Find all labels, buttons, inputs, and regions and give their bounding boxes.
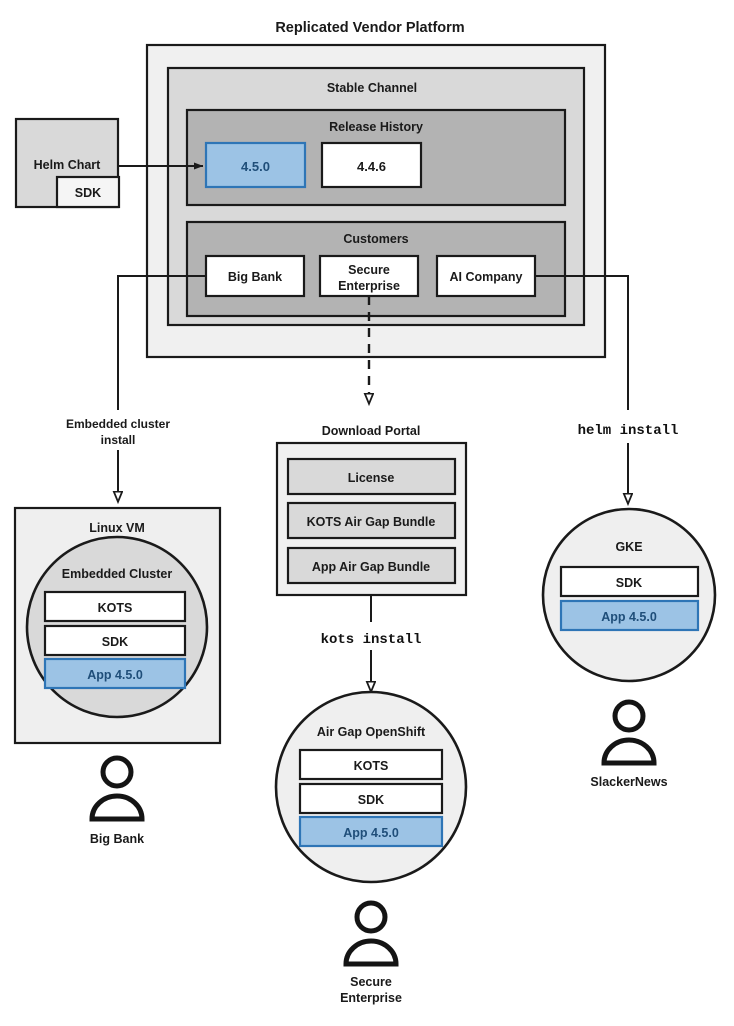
- customer-label-secure-enterprise-line1: Secure: [350, 975, 392, 989]
- customer-card-big-bank[interactable]: Big Bank: [204, 254, 306, 298]
- release-history-panel: Release History 4.5.0 4.4.6: [185, 108, 567, 207]
- component-label: SDK: [616, 576, 642, 590]
- air-gap-openshift-title: Air Gap OpenShift: [317, 725, 426, 739]
- component-label: App 4.5.0: [343, 826, 399, 840]
- release-card-4.5.0[interactable]: 4.5.0: [204, 141, 307, 189]
- edge-label-kots-install: kots install: [321, 632, 422, 648]
- edge-ai-company-to-gke: [535, 275, 629, 410]
- edge-label-embedded-cluster-install-line2: install: [101, 433, 136, 447]
- release-version-label: 4.4.6: [357, 159, 386, 174]
- download-portal-artifact-app-air-gap-bundle[interactable]: App Air Gap Bundle: [286, 546, 457, 585]
- customer-card-secure-enterprise[interactable]: Secure Enterprise: [318, 254, 420, 298]
- release-version-label: 4.5.0: [241, 159, 270, 174]
- person-icon-big-bank: [89, 755, 145, 822]
- person-icon-secure-enterprise: [343, 900, 399, 967]
- edge-big-bank-to-linux-vm: [117, 275, 206, 410]
- component-label: App 4.5.0: [601, 610, 657, 624]
- embedded-cluster-title: Embedded Cluster: [62, 567, 173, 581]
- component-label: KOTS: [98, 601, 133, 615]
- gke-component-sdk[interactable]: SDK: [559, 565, 700, 598]
- embedded-cluster-component-kots[interactable]: KOTS: [43, 590, 187, 623]
- edge-label-helm-install: helm install: [578, 423, 679, 439]
- embedded-cluster-component-sdk[interactable]: SDK: [43, 624, 187, 657]
- download-portal-artifact-license[interactable]: License: [286, 457, 457, 496]
- component-label: KOTS: [354, 759, 389, 773]
- helm-chart-label: Helm Chart: [34, 158, 102, 172]
- customer-label-big-bank: Big Bank: [90, 832, 144, 846]
- customer-name-label: AI Company: [450, 270, 523, 284]
- customer-name-label: Big Bank: [228, 270, 282, 284]
- openshift-component-sdk[interactable]: SDK: [298, 782, 444, 815]
- component-label: SDK: [358, 793, 384, 807]
- page-title: Replicated Vendor Platform: [275, 20, 464, 36]
- release-card-4.4.6[interactable]: 4.4.6: [320, 141, 423, 189]
- gke-title: GKE: [615, 540, 642, 554]
- person-icon-slackernews: [601, 699, 657, 766]
- artifact-label: App Air Gap Bundle: [312, 560, 430, 574]
- release-history-title: Release History: [329, 120, 423, 134]
- embedded-cluster-component-app[interactable]: App 4.5.0: [43, 657, 187, 690]
- gke-component-app[interactable]: App 4.5.0: [559, 599, 700, 632]
- customers-panel: Customers Big Bank Secure Enterprise AI …: [185, 220, 567, 318]
- customer-card-ai-company[interactable]: AI Company: [435, 254, 537, 298]
- edge-label-embedded-cluster-install-line1: Embedded cluster: [66, 417, 170, 431]
- artifact-label: License: [348, 471, 395, 485]
- stable-channel-title: Stable Channel: [327, 81, 417, 95]
- customer-name-label-line2: Enterprise: [338, 279, 400, 293]
- customer-name-label-line1: Secure: [348, 263, 390, 277]
- openshift-component-app[interactable]: App 4.5.0: [298, 815, 444, 848]
- sdk-label: SDK: [75, 186, 101, 200]
- component-label: App 4.5.0: [87, 668, 143, 682]
- customer-label-slackernews: SlackerNews: [590, 775, 667, 789]
- linux-vm-title: Linux VM: [89, 521, 145, 535]
- customers-title: Customers: [343, 232, 408, 246]
- customer-label-secure-enterprise-line2: Enterprise: [340, 991, 402, 1005]
- download-portal-title: Download Portal: [322, 424, 421, 438]
- download-portal-artifact-kots-air-gap-bundle[interactable]: KOTS Air Gap Bundle: [286, 501, 457, 540]
- component-label: SDK: [102, 635, 128, 649]
- openshift-component-kots[interactable]: KOTS: [298, 748, 444, 781]
- helm-chart-sdk-box[interactable]: SDK: [55, 175, 121, 209]
- artifact-label: KOTS Air Gap Bundle: [307, 515, 436, 529]
